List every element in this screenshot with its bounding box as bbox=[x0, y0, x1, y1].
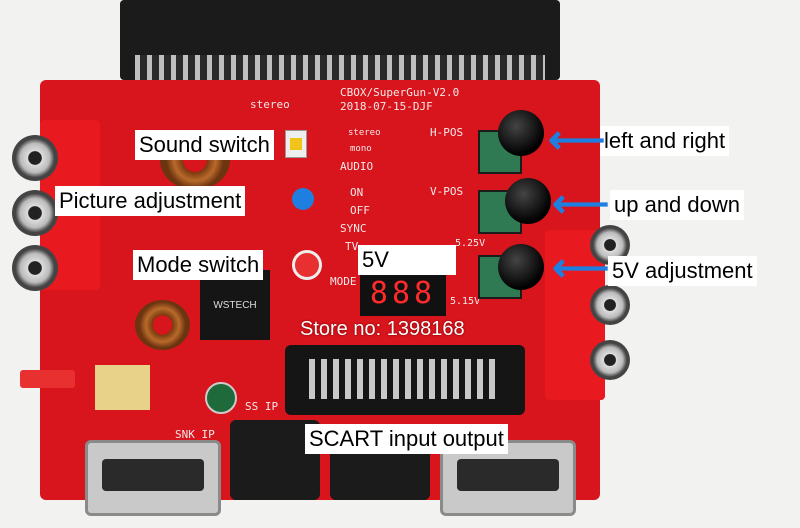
vpos-knob[interactable] bbox=[505, 178, 551, 224]
label-picture-adjustment: Picture adjustment bbox=[55, 186, 246, 216]
arrow-5v-adjust-icon: ⟵ bbox=[552, 246, 610, 290]
silk-sync: SYNC bbox=[340, 222, 367, 235]
silk-audio: AUDIO bbox=[340, 160, 374, 173]
store-watermark: Store no: 1398168 bbox=[300, 318, 465, 340]
silk-515v: 5.15V bbox=[450, 296, 481, 307]
scart-pins bbox=[309, 359, 501, 399]
silk-vpos: V-POS bbox=[430, 185, 464, 198]
fuse-block bbox=[95, 365, 150, 410]
arrow-up-down-icon: ⟵ bbox=[552, 182, 610, 226]
silk-stereo: stereo bbox=[250, 98, 290, 111]
silk-mode: MODE bbox=[330, 275, 357, 288]
rca-jack-3 bbox=[12, 245, 58, 291]
label-left-and-right: left and right bbox=[600, 126, 730, 156]
db15-connector-right bbox=[440, 440, 576, 516]
board-title: CBOX/SuperGun-V2.0 bbox=[340, 86, 460, 99]
seven-segment-display: 888 bbox=[360, 272, 446, 316]
label-5v: 5V bbox=[358, 245, 456, 275]
silk-tv: TV bbox=[345, 240, 359, 253]
sound-switch[interactable] bbox=[285, 130, 307, 158]
rca-jack-5 bbox=[590, 285, 630, 325]
5v-knob[interactable] bbox=[498, 244, 544, 290]
toroid-inductor-2 bbox=[135, 300, 190, 350]
arrow-left-right-icon: ⟵ bbox=[548, 118, 606, 162]
silk-stereo-2: stereo bbox=[348, 128, 381, 138]
db15-left-socket bbox=[102, 459, 204, 491]
rca-jack-2 bbox=[12, 190, 58, 236]
picture-adjust-button[interactable] bbox=[292, 188, 314, 210]
silk-525v: 5.25V bbox=[455, 238, 486, 249]
silk-snk-ip: SNK IP bbox=[175, 428, 215, 441]
rca-jack-1 bbox=[12, 135, 58, 181]
label-up-and-down: up and down bbox=[610, 190, 744, 220]
rca-jack-6 bbox=[590, 340, 630, 380]
label-mode-switch: Mode switch bbox=[133, 250, 264, 280]
dcdc-module: WSTECH bbox=[200, 270, 270, 340]
module-label: WSTECH bbox=[213, 300, 257, 311]
silk-off: OFF bbox=[350, 204, 370, 217]
scart-connector bbox=[285, 345, 525, 415]
label-sound-switch: Sound switch bbox=[135, 130, 274, 160]
capacitor bbox=[205, 382, 237, 414]
mode-switch-button[interactable] bbox=[292, 250, 322, 280]
db15-right-socket bbox=[457, 459, 559, 491]
hpos-knob[interactable] bbox=[498, 110, 544, 156]
silk-mono: mono bbox=[350, 144, 372, 154]
sound-switch-knob bbox=[290, 138, 302, 150]
power-switch-lever[interactable] bbox=[20, 370, 75, 388]
silk-ss-ip: SS IP bbox=[245, 400, 279, 413]
label-scart: SCART input output bbox=[305, 424, 508, 454]
label-5v-adjustment: 5V adjustment bbox=[608, 256, 757, 286]
silk-hpos: H-POS bbox=[430, 126, 464, 139]
silk-on: ON bbox=[350, 186, 364, 199]
board-date: 2018-07-15-DJF bbox=[340, 100, 433, 113]
db15-connector-left bbox=[85, 440, 221, 516]
